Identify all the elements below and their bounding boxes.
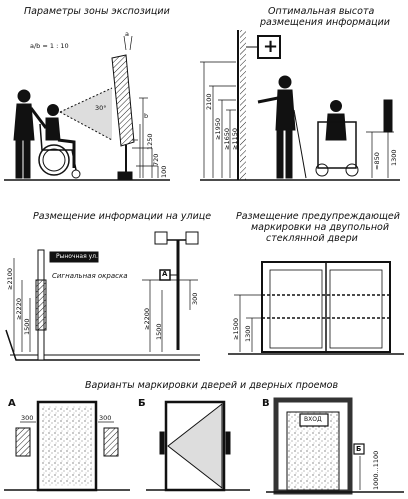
caption-warning-marking-line2: маркировки на двупольной bbox=[251, 222, 390, 233]
door-variant-a bbox=[4, 400, 130, 492]
height-1300-door-label: 1300 bbox=[244, 325, 252, 342]
height-300-label: 300 bbox=[191, 292, 199, 305]
height-1150-label: ≥1150 bbox=[231, 128, 239, 150]
display-board bbox=[111, 54, 135, 147]
dimension-a-label: a bbox=[125, 30, 129, 38]
caption-exposure-zone: Параметры зоны экспозиции bbox=[24, 6, 170, 17]
caption-door-variants: Варианты маркировки дверей и дверных про… bbox=[85, 380, 339, 391]
variant-v-label: В bbox=[262, 398, 270, 409]
viewing-cone bbox=[60, 88, 112, 140]
height-2100-label: 2100 bbox=[205, 93, 213, 110]
height-1650-label: ≥1650 bbox=[223, 128, 231, 150]
plus-sign: + bbox=[263, 36, 279, 57]
width-300-left-label: 300 bbox=[21, 414, 34, 422]
panel-door-variants bbox=[4, 397, 404, 495]
height-1500-street-label: 1500 bbox=[23, 318, 31, 335]
street-name-sign bbox=[49, 251, 99, 263]
height-1300-label: 1300 bbox=[390, 149, 398, 166]
door-variant-b bbox=[146, 400, 250, 492]
height-850-label: ≈850 bbox=[373, 152, 381, 170]
panel-street bbox=[5, 231, 200, 361]
height-1250-label: 1250 bbox=[146, 133, 154, 150]
ratio-label: a/b = 1 : 10 bbox=[30, 42, 69, 50]
panel-exposure-zone bbox=[4, 35, 170, 181]
wheelchair-user-figure bbox=[38, 104, 81, 179]
caption-optimal-height-line1: Оптимальная высота bbox=[268, 6, 375, 17]
height-2220-label: ≥2220 bbox=[15, 298, 23, 320]
width-300-right-label: 300 bbox=[99, 414, 112, 422]
dimension-b-label: b bbox=[144, 112, 149, 120]
caption-warning-marking-line1: Размещение предупреждающей bbox=[236, 211, 400, 222]
entrance-sign-text: ВХОД bbox=[304, 416, 322, 423]
height-1500-door-label: ≥1500 bbox=[232, 318, 240, 340]
display-base bbox=[117, 171, 133, 181]
angle-label: 30° bbox=[95, 104, 107, 112]
height-100-label: 100 bbox=[160, 165, 168, 178]
height-2200-lamp-label: ≥2200 bbox=[143, 308, 151, 330]
variant-b-label: Б bbox=[138, 398, 146, 409]
wall-sign-right bbox=[383, 99, 393, 133]
door-variant-v bbox=[266, 397, 404, 495]
caption-optimal-height-line2: размещения информации bbox=[260, 17, 390, 28]
sign-b-letter: Б bbox=[356, 445, 362, 453]
caption-street-info: Размещение информации на улице bbox=[33, 211, 212, 222]
dimension-lines bbox=[123, 35, 159, 178]
panel-glass-door bbox=[228, 261, 404, 355]
blind-person-figure bbox=[257, 75, 307, 179]
height-1500-lamp-label: 1500 bbox=[155, 323, 163, 340]
standing-person-figure bbox=[13, 89, 48, 179]
street-name-sign-text: Рыночная ул. bbox=[56, 253, 98, 260]
signal-stripes bbox=[35, 279, 47, 331]
panel-optimal-height bbox=[200, 30, 400, 181]
wheelchair-user-figure-2 bbox=[315, 100, 359, 177]
height-2100-street-label: ≥2100 bbox=[6, 268, 14, 290]
variant-a-label: А bbox=[8, 398, 16, 409]
signal-color-label: Сигнальная окраска bbox=[52, 272, 128, 280]
height-720-label: 720 bbox=[152, 153, 160, 166]
lamp-right bbox=[185, 231, 199, 245]
lamp-left bbox=[154, 231, 168, 245]
height-1000-1100-label: 1000...1100 bbox=[372, 450, 380, 490]
sign-a-letter: A bbox=[162, 270, 168, 278]
height-1950-label: ≥1950 bbox=[214, 118, 222, 140]
caption-warning-marking-line3: стеклянной двери bbox=[266, 233, 358, 244]
